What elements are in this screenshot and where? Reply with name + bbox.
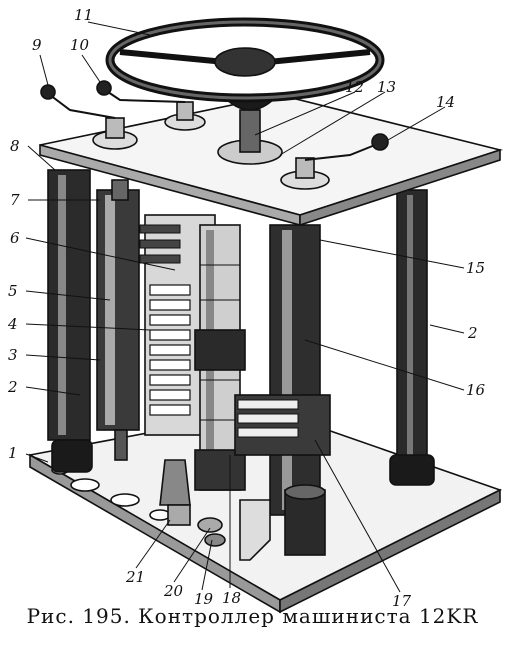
central-drum — [194, 224, 246, 491]
callout-3: 3 — [8, 346, 18, 364]
callout-17: 17 — [392, 592, 412, 610]
rear-post-right — [389, 189, 435, 486]
callout-2-right: 2 — [467, 324, 478, 342]
callout-5: 5 — [8, 282, 18, 300]
right-cam-assembly — [234, 224, 331, 556]
callout-4: 4 — [7, 315, 18, 333]
figure-caption: Рис. 195. Контроллер машиниста 12KR — [26, 604, 479, 628]
callout-10: 10 — [70, 36, 90, 54]
lever-knob-middle — [96, 80, 206, 131]
callout-2-left: 2 — [7, 378, 18, 396]
callout-8: 8 — [10, 137, 20, 155]
callout-labels: 1 2 3 4 5 6 7 8 9 10 11 12 13 14 15 2 16… — [7, 6, 486, 610]
callout-12: 12 — [345, 78, 364, 96]
callout-14: 14 — [436, 93, 455, 111]
callout-15: 15 — [466, 259, 485, 277]
bottom-fittings — [159, 459, 271, 561]
callout-11: 11 — [74, 6, 93, 24]
callout-18: 18 — [222, 589, 241, 607]
front-post-left — [47, 169, 93, 473]
callout-19: 19 — [194, 590, 214, 608]
lever-knob-left — [40, 84, 138, 150]
callout-13: 13 — [377, 78, 396, 96]
handwheel-assembly — [105, 17, 385, 165]
callout-9: 9 — [32, 36, 42, 54]
cam-shaft-left — [96, 179, 140, 461]
lever-knob-right — [280, 133, 389, 190]
callout-6: 6 — [10, 229, 20, 247]
callout-20: 20 — [163, 582, 184, 600]
leader-lines — [25, 21, 465, 593]
callout-21: 21 — [125, 568, 145, 586]
callout-1: 1 — [8, 444, 18, 462]
callout-7: 7 — [10, 191, 20, 209]
callout-16: 16 — [466, 381, 486, 399]
